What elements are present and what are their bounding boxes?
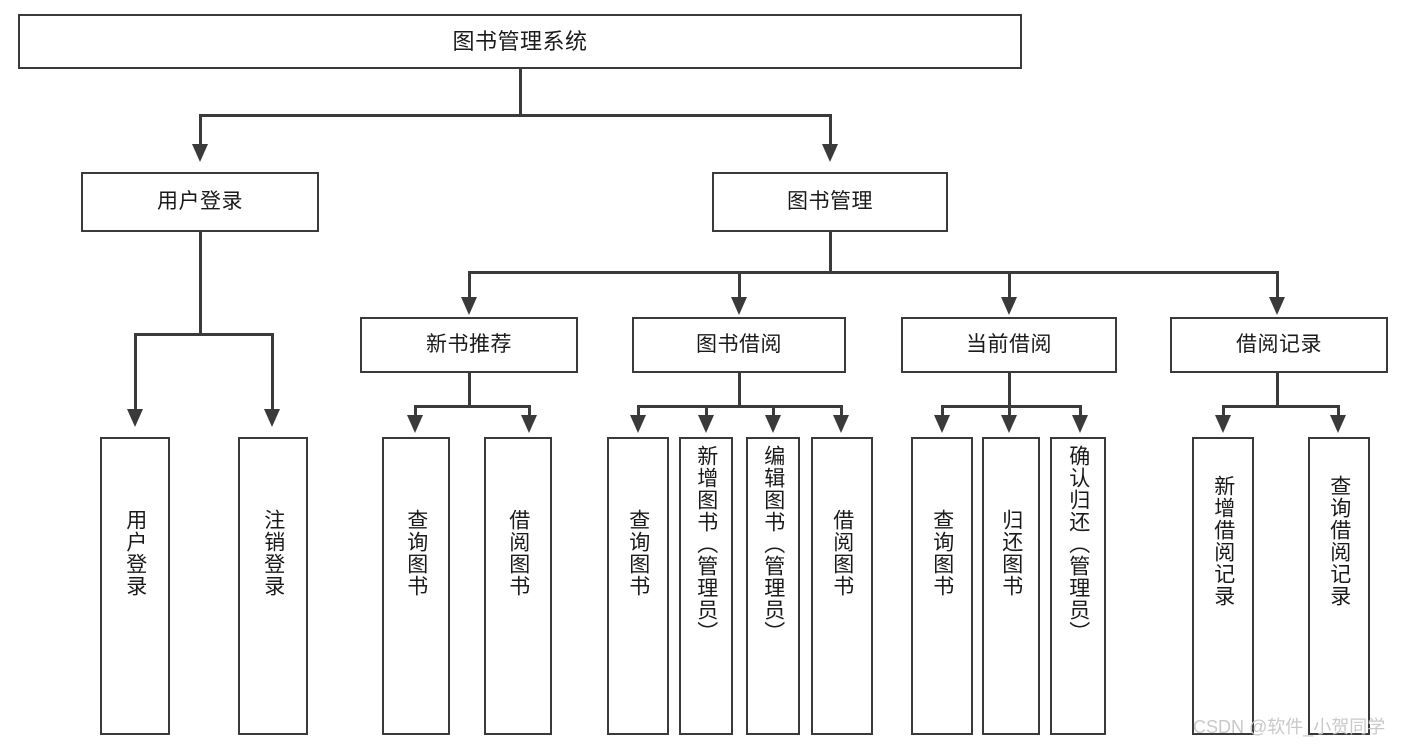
node-label: 新增图书（管理员） bbox=[694, 445, 718, 643]
node-label: 用户登录 bbox=[123, 509, 147, 597]
node-book-management[interactable]: 图书管理 bbox=[712, 172, 948, 232]
connector-new-book-recommend-stem bbox=[468, 373, 471, 407]
node-new-book-recommend[interactable]: 新书推荐 bbox=[360, 317, 578, 373]
csdn-watermark: CSDN @软件_小贺同学 bbox=[1193, 717, 1386, 737]
connector-book-management-stem bbox=[829, 232, 832, 274]
node-borrow-record[interactable]: 借阅记录 bbox=[1170, 317, 1388, 373]
node-label: 归还图书 bbox=[999, 509, 1023, 597]
node-label: 查询图书 bbox=[626, 509, 650, 597]
connector-level3-bus bbox=[468, 271, 1279, 274]
connector-current-borrow-stem bbox=[1008, 373, 1011, 407]
connector-new-book-recommend-bus bbox=[414, 405, 531, 408]
node-leaf-confirm-return[interactable]: 确认归还（管理员） bbox=[1050, 437, 1106, 735]
node-leaf-query-book-1[interactable]: 查询图书 bbox=[382, 437, 450, 735]
node-leaf-edit-book[interactable]: 编辑图书（管理员） bbox=[746, 437, 800, 735]
connector-borrow-record-stem bbox=[1276, 373, 1279, 407]
node-leaf-add-book[interactable]: 新增图书（管理员） bbox=[679, 437, 733, 735]
node-label: 编辑图书（管理员） bbox=[761, 445, 785, 643]
node-leaf-return-book[interactable]: 归还图书 bbox=[982, 437, 1040, 735]
connector-level2-bus bbox=[199, 114, 832, 117]
node-leaf-logout-login[interactable]: 注销登录 bbox=[238, 437, 308, 735]
arrowhead-leaf-user-login bbox=[127, 409, 143, 427]
arrowhead-leaf-borrow-book-1 bbox=[521, 415, 537, 433]
connector-to-new-book-recommend bbox=[468, 271, 471, 299]
connector-bb-child-4 bbox=[840, 405, 843, 417]
node-label: 图书借阅 bbox=[696, 332, 782, 356]
connector-to-book-borrow bbox=[738, 271, 741, 299]
connector-nbr-child-1 bbox=[414, 405, 417, 417]
node-leaf-query-record[interactable]: 查询借阅记录 bbox=[1308, 437, 1370, 735]
connector-root-stem bbox=[519, 69, 522, 116]
node-label: 借阅图书 bbox=[830, 509, 854, 597]
node-label: 查询图书 bbox=[404, 509, 428, 597]
arrowhead-leaf-logout-login bbox=[264, 409, 280, 427]
node-label: 图书管理系统 bbox=[452, 28, 588, 54]
node-leaf-borrow-book-1[interactable]: 借阅图书 bbox=[484, 437, 552, 735]
connector-user-login-stem bbox=[199, 232, 202, 335]
node-label: 查询借阅记录 bbox=[1327, 475, 1351, 607]
arrowhead-leaf-return-book bbox=[1001, 415, 1017, 433]
node-label: 新书推荐 bbox=[426, 332, 512, 356]
node-leaf-add-record[interactable]: 新增借阅记录 bbox=[1192, 437, 1254, 735]
connector-cb-child-2 bbox=[1008, 405, 1011, 417]
connector-to-book-management bbox=[829, 114, 832, 146]
connector-book-borrow-stem bbox=[738, 373, 741, 407]
arrowhead-leaf-add-record bbox=[1215, 415, 1231, 433]
node-label: 当前借阅 bbox=[966, 332, 1052, 356]
connector-user-login-bus bbox=[134, 333, 274, 336]
arrowhead-leaf-borrow-book-2 bbox=[833, 415, 849, 433]
connector-to-current-borrow bbox=[1008, 271, 1011, 299]
arrowhead-leaf-query-book-2 bbox=[630, 415, 646, 433]
node-label: 注销登录 bbox=[261, 509, 285, 597]
node-book-borrow[interactable]: 图书借阅 bbox=[632, 317, 846, 373]
connector-bb-child-3 bbox=[772, 405, 775, 417]
arrowhead-borrow-record bbox=[1269, 297, 1285, 315]
node-label: 查询图书 bbox=[930, 509, 954, 597]
node-label: 图书管理 bbox=[787, 189, 873, 213]
connector-br-child-2 bbox=[1337, 405, 1340, 417]
arrowhead-new-book-recommend bbox=[461, 297, 477, 315]
connector-borrow-record-bus bbox=[1222, 405, 1340, 408]
arrowhead-leaf-confirm-return bbox=[1072, 415, 1088, 433]
arrowhead-leaf-edit-book bbox=[765, 415, 781, 433]
arrowhead-book-borrow bbox=[731, 297, 747, 315]
arrowhead-current-borrow bbox=[1001, 297, 1017, 315]
node-leaf-query-book-3[interactable]: 查询图书 bbox=[911, 437, 973, 735]
connector-user-login-child-2 bbox=[271, 333, 274, 411]
connector-to-user-login bbox=[199, 114, 202, 146]
connector-to-borrow-record bbox=[1276, 271, 1279, 299]
connector-cb-child-3 bbox=[1079, 405, 1082, 417]
node-leaf-user-login[interactable]: 用户登录 bbox=[100, 437, 170, 735]
node-label: 用户登录 bbox=[157, 189, 243, 213]
connector-nbr-child-2 bbox=[528, 405, 531, 417]
arrowhead-leaf-add-book bbox=[698, 415, 714, 433]
connector-book-borrow-bus bbox=[637, 405, 843, 408]
arrowhead-user-login bbox=[192, 144, 208, 162]
node-label: 借阅图书 bbox=[506, 509, 530, 597]
node-label: 借阅记录 bbox=[1236, 332, 1322, 356]
connector-br-child-1 bbox=[1222, 405, 1225, 417]
connector-current-borrow-bus bbox=[941, 405, 1082, 408]
node-leaf-query-book-2[interactable]: 查询图书 bbox=[607, 437, 669, 735]
arrowhead-leaf-query-book-1 bbox=[407, 415, 423, 433]
node-current-borrow[interactable]: 当前借阅 bbox=[901, 317, 1117, 373]
node-label: 新增借阅记录 bbox=[1211, 475, 1235, 607]
connector-bb-child-1 bbox=[637, 405, 640, 417]
arrowhead-book-management bbox=[822, 144, 838, 162]
arrowhead-leaf-query-record bbox=[1330, 415, 1346, 433]
connector-cb-child-1 bbox=[941, 405, 944, 417]
node-user-login[interactable]: 用户登录 bbox=[81, 172, 319, 232]
connector-bb-child-2 bbox=[705, 405, 708, 417]
node-label: 确认归还（管理员） bbox=[1066, 445, 1090, 643]
node-leaf-borrow-book-2[interactable]: 借阅图书 bbox=[811, 437, 873, 735]
arrowhead-leaf-query-book-3 bbox=[934, 415, 950, 433]
connector-user-login-child-1 bbox=[134, 333, 137, 411]
node-root-system[interactable]: 图书管理系统 bbox=[18, 14, 1022, 69]
